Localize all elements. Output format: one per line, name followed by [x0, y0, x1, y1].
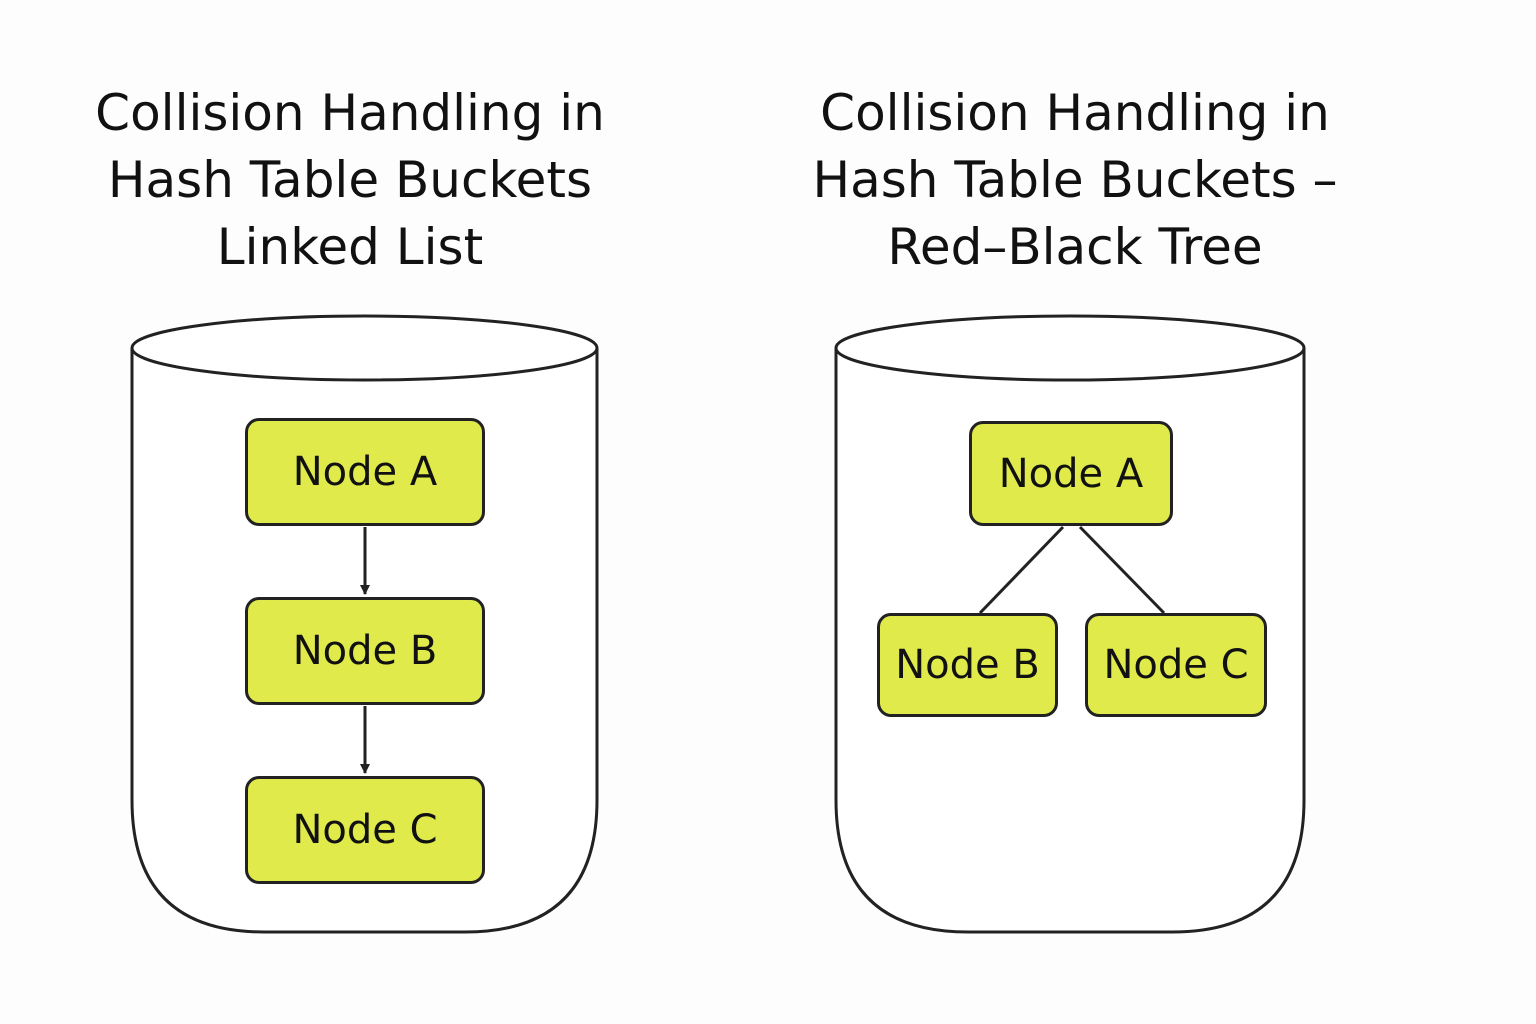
linked-list-title: Collision Handling in Hash Table Buckets… — [40, 80, 660, 281]
linked-list-node-a: Node A — [245, 418, 485, 526]
tree-edge-a-c — [1078, 525, 1166, 615]
bucket-rim — [834, 314, 1306, 382]
red-black-tree-title-line: Red–Black Tree — [887, 218, 1263, 276]
linked-list-title-line: Linked List — [216, 218, 484, 276]
red-black-tree-title: Collision Handling in Hash Table Buckets… — [765, 80, 1385, 281]
red-black-tree-bucket — [834, 314, 1306, 934]
tree-child-node-b: Node B — [877, 613, 1058, 717]
red-black-tree-title-line: Hash Table Buckets – — [812, 151, 1338, 209]
linked-list-node-c: Node C — [245, 776, 485, 884]
red-black-tree-title-line: Collision Handling in — [820, 84, 1330, 142]
tree-root-node-a: Node A — [969, 421, 1173, 526]
linked-list-node-b: Node B — [245, 597, 485, 705]
linked-list-title-line: Collision Handling in — [95, 84, 605, 142]
tree-edge-a-b — [978, 525, 1065, 615]
bucket-rim — [130, 314, 599, 382]
tree-child-node-c: Node C — [1085, 613, 1267, 717]
linked-list-title-line: Hash Table Buckets — [107, 151, 593, 209]
bucket-body — [834, 348, 1306, 934]
